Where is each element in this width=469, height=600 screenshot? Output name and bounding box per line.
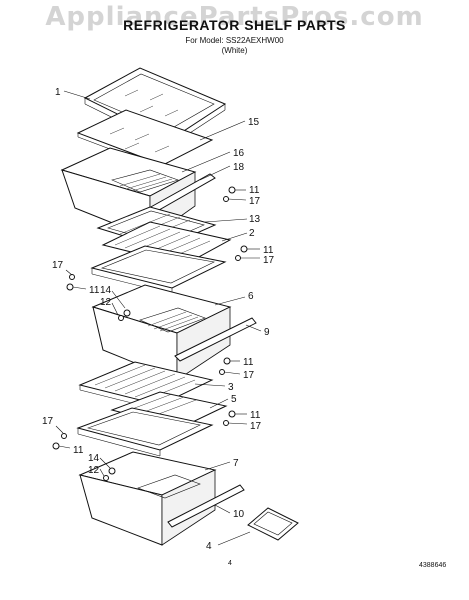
fastener-group-drawer-side: [118, 309, 131, 321]
callout-10: 10: [233, 509, 245, 520]
fastener-group-lower-drawer: [103, 467, 116, 481]
part-4-panel: [247, 507, 299, 541]
callout-1: 1: [55, 87, 61, 98]
callout-17: 17: [42, 416, 54, 427]
callout-17: 17: [243, 370, 255, 381]
callout-13: 13: [249, 214, 261, 225]
callout-9: 9: [264, 327, 270, 338]
callout-18: 18: [233, 162, 245, 173]
callout-14: 14: [100, 285, 112, 296]
callout-15: 15: [248, 117, 260, 128]
part-10-rail: [167, 484, 245, 528]
fastener-group-upper-right: [223, 186, 247, 202]
callout-11: 11: [250, 410, 261, 421]
callout-11: 11: [89, 285, 100, 296]
callout-11: 11: [73, 445, 84, 456]
callout-11: 11: [249, 185, 260, 196]
callout-17: 17: [263, 255, 275, 266]
document-number: 4388646: [419, 562, 447, 569]
fastener-group-mid-right: [235, 245, 260, 261]
callout-17: 17: [249, 196, 261, 207]
callout-6: 6: [248, 291, 254, 302]
callout-11: 11: [243, 357, 254, 368]
callout-12: 12: [88, 465, 100, 476]
fastener-group-lower-right: [219, 357, 241, 375]
page-title: REFRIGERATOR SHELF PARTS: [123, 17, 346, 33]
page-number: 4: [228, 560, 232, 567]
color-variant: (White): [221, 46, 248, 55]
model-number: For Model: SS22AEXHW00: [185, 36, 284, 45]
callout-11: 11: [263, 245, 274, 256]
callout-14: 14: [88, 453, 100, 464]
callout-16: 16: [233, 148, 245, 159]
part-6-meat-drawer: [91, 284, 232, 381]
leader-lines: [63, 90, 262, 546]
lower-cover-frame: [76, 407, 214, 457]
callout-17: 17: [250, 421, 262, 432]
callout-12: 12: [100, 297, 112, 308]
callout-labels: 1 15 16 18 11 17 13 2 11 17 17 11 6 14 1…: [42, 87, 275, 552]
callout-5: 5: [231, 394, 237, 405]
part-7-lower-drawer: [78, 451, 217, 546]
fastener-group-mid-left: [65, 269, 87, 291]
callout-7: 7: [233, 458, 239, 469]
fastener-group-bottom-right: [223, 410, 248, 426]
part-3-shelf-panel: [78, 361, 214, 411]
part-9-rail: [174, 317, 257, 362]
watermark: AppliancePartsPros.com: [45, 2, 424, 32]
callout-3: 3: [228, 382, 234, 393]
callout-4: 4: [206, 541, 212, 552]
upper-cover-frame: [90, 245, 227, 295]
callout-2: 2: [249, 228, 255, 239]
fastener-group-bottom-left: [52, 425, 71, 450]
callout-17: 17: [52, 260, 64, 271]
